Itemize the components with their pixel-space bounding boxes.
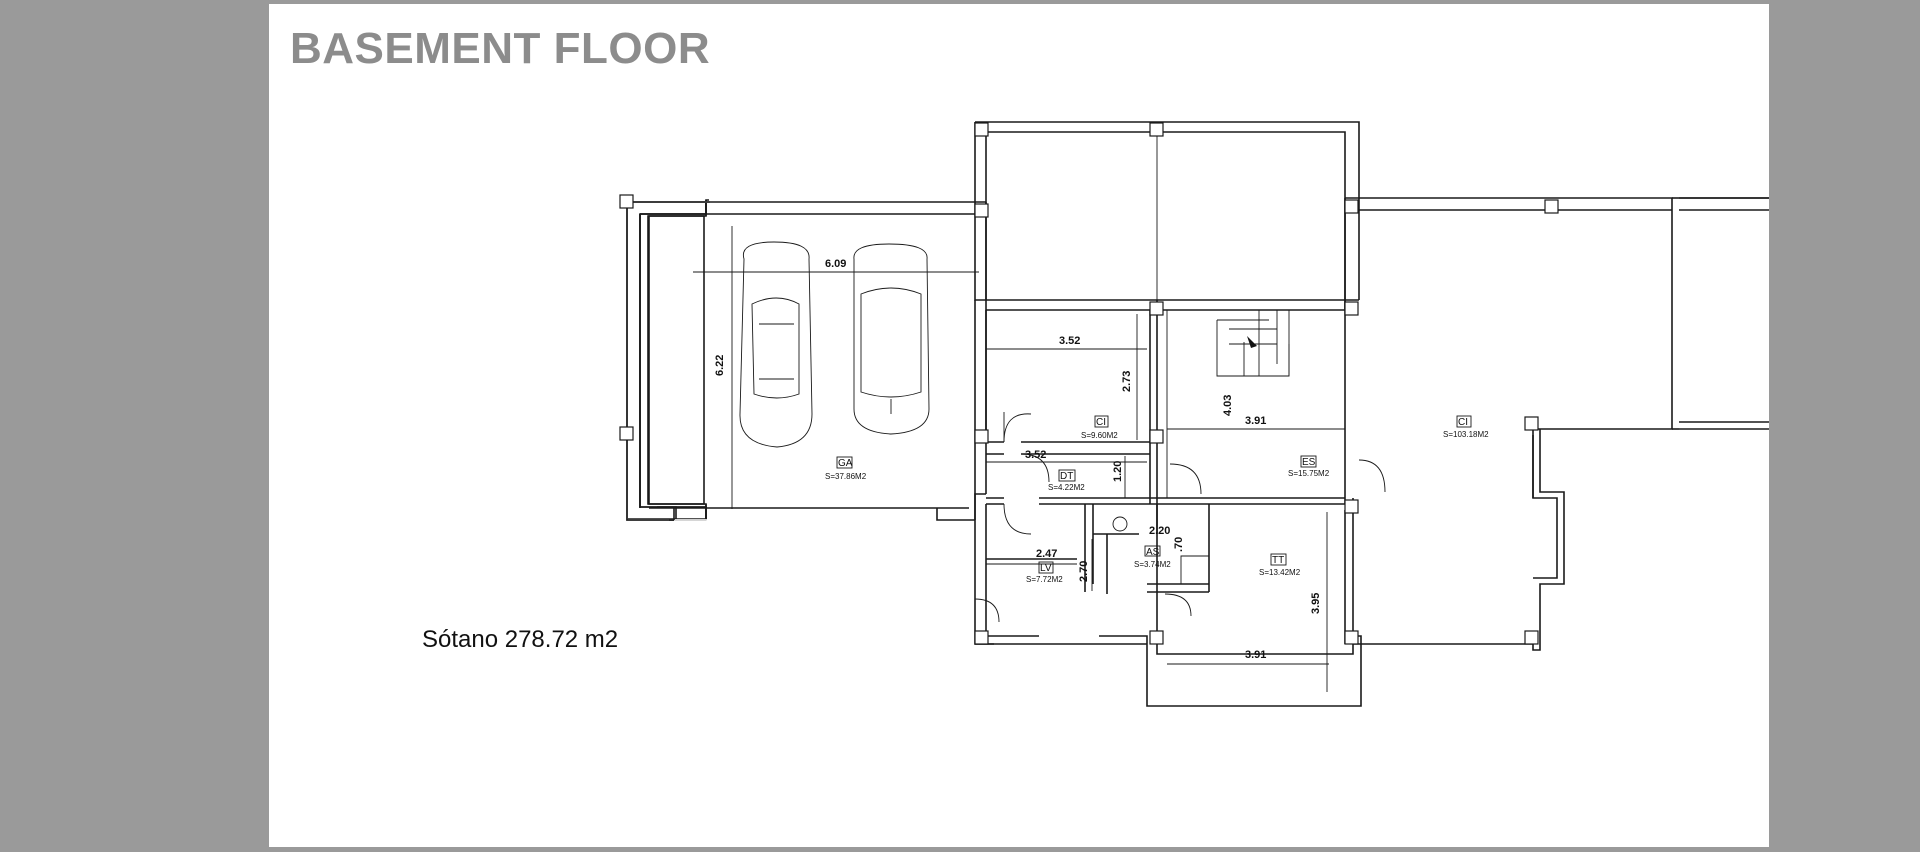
dim-dt-depth: 1.20 xyxy=(1112,461,1124,482)
dim-ci-depth: 2.73 xyxy=(1121,371,1133,392)
room-area-lv: S=7.72M2 xyxy=(1026,575,1063,584)
structural-columns xyxy=(619,122,1559,645)
main-hall xyxy=(1344,197,1769,651)
room-code-tt: TT xyxy=(1272,555,1284,566)
room-area-tt: S=13.42M2 xyxy=(1259,568,1301,577)
dim-es-depth: 4.03 xyxy=(1222,395,1234,416)
car-left xyxy=(739,241,813,448)
page-title: BASEMENT FLOOR xyxy=(290,24,711,73)
dim-garage-width: 6.09 xyxy=(825,258,846,270)
room-code-dt: DT xyxy=(1060,471,1073,482)
room-area-as: S=3.74M2 xyxy=(1134,560,1171,569)
doors xyxy=(974,412,1386,623)
room-area-garage: S=37.86M2 xyxy=(825,472,867,481)
floor-plan-drawing: 6.09 6.22 3.52 2.73 3.52 1.20 4.03 3.91 … xyxy=(422,121,1769,707)
garage-walls xyxy=(626,201,707,520)
room-code-ci-small: CI xyxy=(1096,417,1106,428)
dim-ci-width: 3.52 xyxy=(1059,335,1080,347)
dimension-lines xyxy=(693,226,1345,692)
room-labels: GA S=37.86M2 CI S=9.60M2 DT S=4.22M2 ES … xyxy=(825,415,1489,584)
room-code-as: AS xyxy=(1146,547,1160,558)
room-code-lv: LV xyxy=(1040,563,1052,574)
floor-plan-sheet: BASEMENT FLOOR xyxy=(269,4,1769,847)
dim-garage-depth: 6.22 xyxy=(714,355,726,376)
dim-as-width: 2.20 xyxy=(1149,525,1170,537)
dimension-labels: 6.09 6.22 3.52 2.73 3.52 1.20 4.03 3.91 … xyxy=(714,258,1322,661)
room-code-ci-main: CI xyxy=(1458,417,1468,428)
room-code-garage: GA xyxy=(838,458,853,469)
dim-as-depth: .70 xyxy=(1173,537,1185,552)
room-code-es: ES xyxy=(1302,457,1316,468)
stairs xyxy=(1216,310,1290,377)
room-area-ci-small: S=9.60M2 xyxy=(1081,431,1118,440)
dim-tt-width: 3.91 xyxy=(1245,649,1266,661)
car-right xyxy=(853,243,930,435)
room-area-dt: S=4.22M2 xyxy=(1048,483,1085,492)
dim-lv-depth: 2.70 xyxy=(1078,561,1090,582)
dim-lv-width: 2.47 xyxy=(1036,548,1057,560)
room-area-es: S=15.75M2 xyxy=(1288,469,1330,478)
dim-tt-depth: 3.95 xyxy=(1310,593,1322,614)
total-area-label: Sótano 278.72 m2 xyxy=(422,626,618,653)
dim-dt-width: 3.52 xyxy=(1025,449,1046,461)
dim-es-width: 3.91 xyxy=(1245,415,1266,427)
core-rooms xyxy=(974,121,1362,707)
room-area-ci-main: S=103.18M2 xyxy=(1443,430,1489,439)
plan-outline xyxy=(626,201,707,521)
